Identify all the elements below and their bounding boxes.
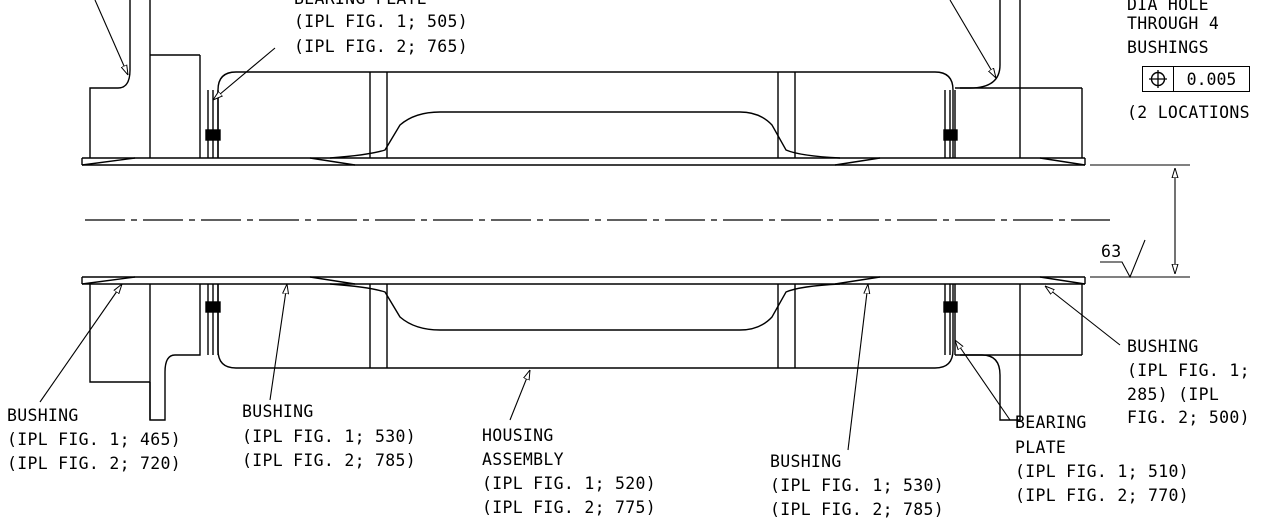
right-flange-bottom (955, 284, 1021, 421)
bearing-plate-top-line3: (IPL FIG. 2; 765) (294, 37, 468, 56)
housing-top (217, 71, 954, 158)
right-flange-top (955, 0, 1001, 89)
bushing-right-line3: 285) (IPL (1127, 385, 1220, 404)
bushing-mid-right-line3: (IPL FIG. 2; 785) (770, 500, 944, 519)
dia-hole-line3: BUSHINGS (1127, 38, 1209, 57)
housing-bottom (217, 284, 954, 369)
bushing-mid-right-line2: (IPL FIG. 1; 530) (770, 476, 944, 495)
locations-label: (2 LOCATIONS (1127, 103, 1250, 122)
bushing-left-line3: (IPL FIG. 2; 720) (7, 454, 181, 473)
bearing-plate-bottom-line2: PLATE (1015, 438, 1067, 457)
bushing-mid-left-line2: (IPL FIG. 1; 530) (242, 427, 416, 446)
bearing-plate-top-line2: (IPL FIG. 1; 505) (294, 12, 468, 31)
bushing-right-line2: (IPL FIG. 1; (1127, 361, 1250, 380)
left-flange-bottom (89, 284, 150, 383)
bearing-plate-bottom-line4: (IPL FIG. 2; 770) (1015, 486, 1189, 505)
bushing-left-line2: (IPL FIG. 1; 465) (7, 430, 181, 449)
position-icon (1143, 67, 1174, 91)
bushing-mid-left-line1: BUSHING (242, 402, 314, 421)
bushing-left-line1: BUSHING (7, 406, 79, 425)
tolerance-value: 0.005 (1186, 69, 1237, 89)
surface-finish-value: 63 (1101, 242, 1122, 261)
housing-line2: ASSEMBLY (482, 450, 564, 469)
dia-hole-line2: THROUGH 4 (1127, 14, 1220, 33)
bushing-right-line1: BUSHING (1127, 337, 1199, 356)
bushing-mid-right-line1: BUSHING (770, 452, 842, 471)
bushing-mid-left-line3: (IPL FIG. 2; 785) (242, 451, 416, 470)
left-flange-top (89, 0, 131, 158)
bearing-plate-bottom-line1: BEARING (1015, 413, 1087, 432)
dia-hole-line1: DIA HOLE (1127, 0, 1209, 14)
surface-finish-symbol (1100, 239, 1146, 279)
housing-line4: (IPL FIG. 2; 775) (482, 498, 656, 517)
housing-line3: (IPL FIG. 1; 520) (482, 474, 656, 493)
housing-line1: HOUSING (482, 426, 554, 445)
bushing-right-line4: FIG. 2; 500) (1127, 408, 1250, 427)
bearing-plate-bottom-line3: (IPL FIG. 1; 510) (1015, 462, 1189, 481)
position-tolerance-frame: 0.005 (1142, 66, 1250, 92)
bearing-plate-top-line1: BEARING PLATE (294, 0, 427, 10)
